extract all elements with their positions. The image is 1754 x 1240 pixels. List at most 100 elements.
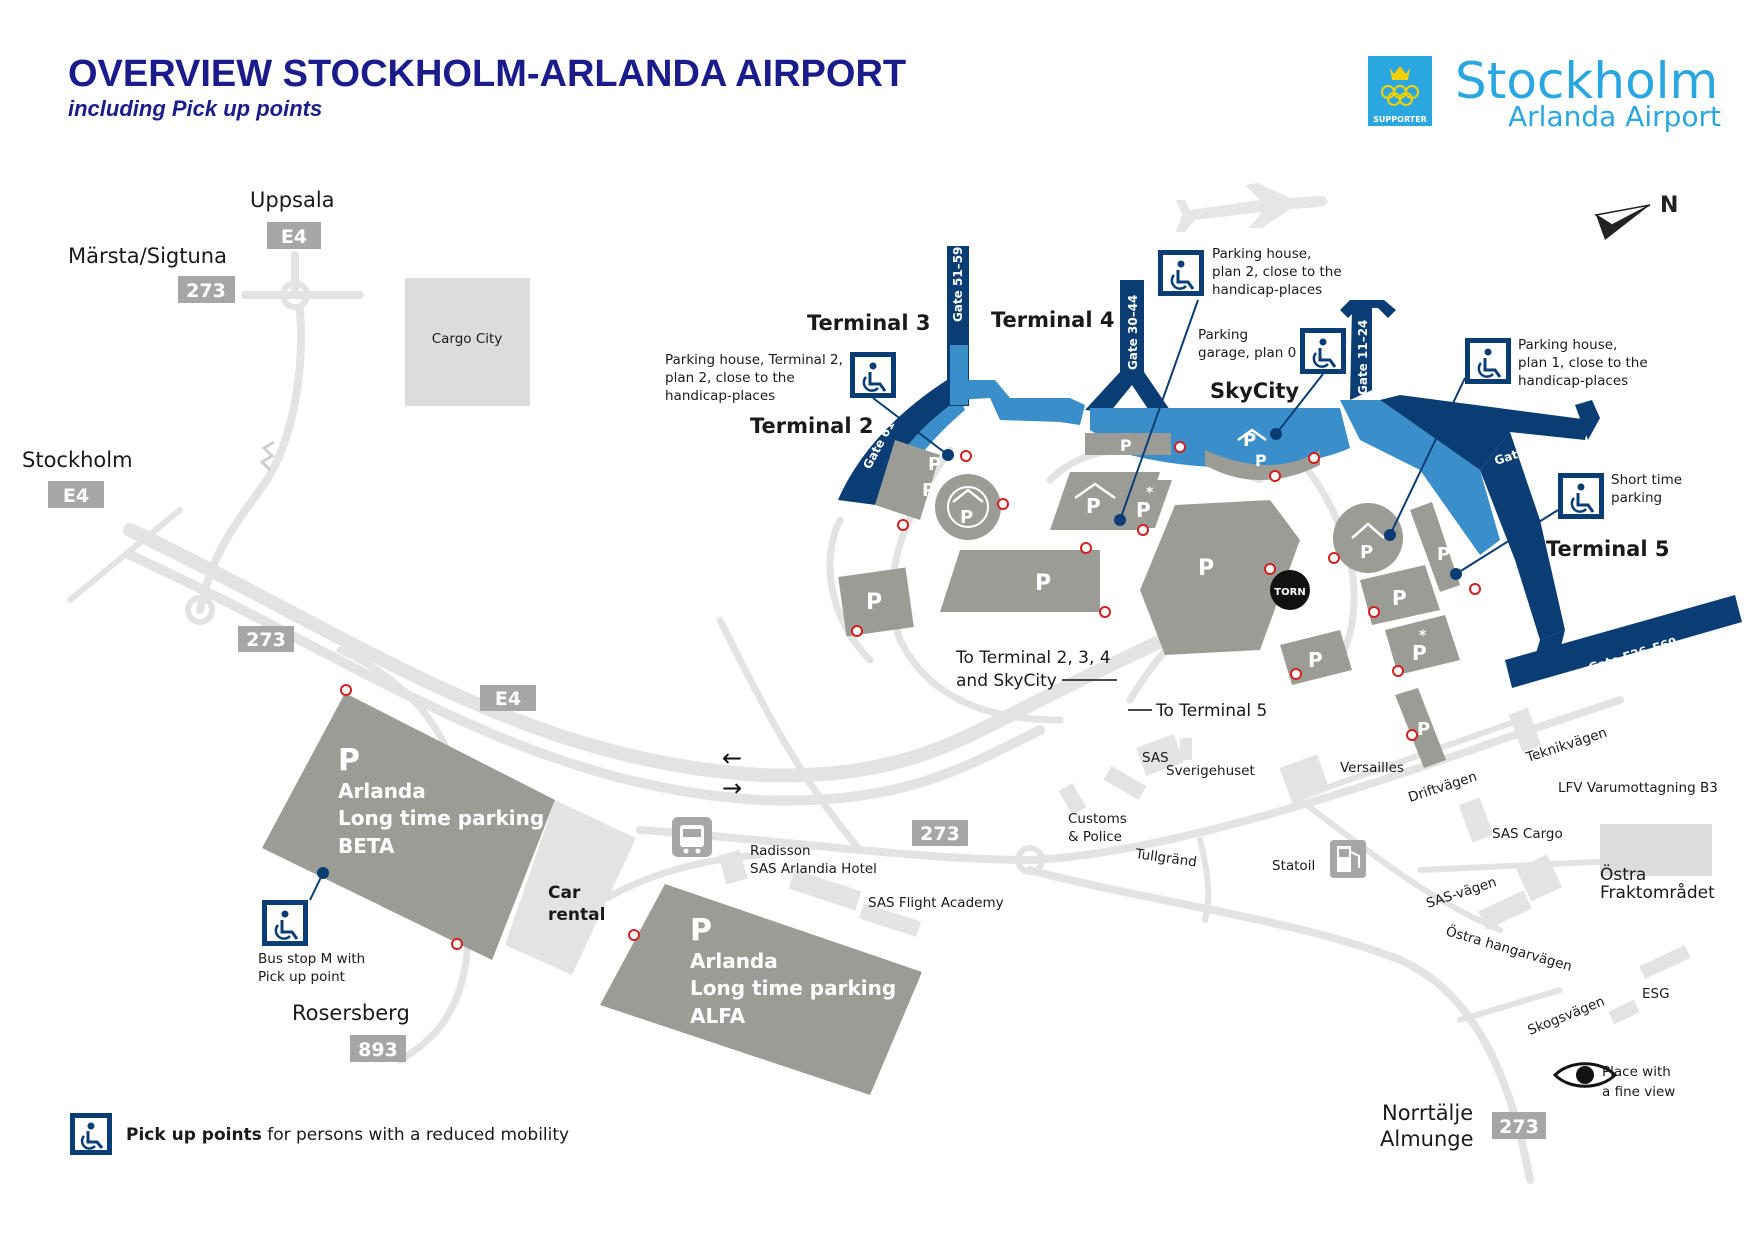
svg-text:P: P: [928, 454, 941, 475]
customs-line2: & Police: [1068, 829, 1122, 845]
page-subtitle: including Pick up points: [68, 96, 322, 121]
alfa-line3: ALFA: [690, 1004, 746, 1028]
svg-text:P: P: [338, 743, 360, 778]
skycity-label: SkyCity: [1210, 379, 1299, 403]
pickup-dot: [1406, 729, 1418, 741]
road-shield-e4-stockholm: [48, 481, 104, 508]
annotation-garage: Parking garage, plan 0: [1198, 327, 1296, 361]
arrow-left-icon: ←: [722, 744, 742, 772]
parking-t5-a: [1360, 565, 1440, 625]
svg-text:P: P: [1086, 494, 1101, 518]
parking-areas: P P P P P P * P P P P P P P P P: [838, 428, 1460, 768]
road-e4-mid-label: E4: [495, 688, 521, 710]
street-skogsvagen: Skogsvägen: [1526, 993, 1608, 1038]
svg-text:P: P: [1243, 430, 1256, 451]
wheelchair-icon-t4: [1158, 250, 1204, 296]
road-273-norrtalje-label: 273: [1499, 1116, 1539, 1138]
pickup-dot: [1308, 452, 1320, 464]
legend-rest: for persons with a reduced mobility: [262, 1125, 569, 1145]
svg-text:Pick up point: Pick up point: [258, 969, 345, 985]
supporter-text: SUPPORTER: [1373, 115, 1427, 124]
street-ostra-hangarvagen: Östra hangarvägen: [1444, 922, 1574, 975]
wheelchair-icon-t5: [1465, 338, 1511, 384]
terminal-5-pier-gateF: [1505, 595, 1742, 688]
road-shield-273-mid: [238, 626, 294, 652]
esg-label: ESG: [1642, 986, 1670, 1002]
svg-text:P: P: [1412, 641, 1427, 665]
place-uppsala: Uppsala: [250, 188, 335, 212]
svg-text:P: P: [866, 590, 882, 615]
road-e4-uppsala-label: E4: [281, 226, 307, 248]
sas-flight-academy-label: SAS Flight Academy: [868, 895, 1004, 911]
pickup-dot: [1269, 470, 1281, 482]
svg-text:P: P: [1392, 586, 1407, 610]
legend-text: Pick up points for persons with a reduce…: [126, 1125, 569, 1145]
legend-bold: Pick up points: [126, 1125, 262, 1145]
sas-cargo-label: SAS Cargo: [1492, 826, 1563, 842]
svg-text:handicap-places: handicap-places: [665, 388, 775, 404]
street-sas-vagen: SAS-vägen: [1424, 874, 1498, 912]
gate-51-59-label: Gate 51–59: [951, 247, 965, 322]
arrow-right-icon: →: [722, 774, 742, 802]
road-893-label: 893: [358, 1039, 398, 1061]
road-shield-893: [350, 1035, 406, 1062]
annotation-t5-house: Parking house, plan 1, close to the hand…: [1518, 337, 1648, 389]
parking-t5-d: [1395, 688, 1446, 768]
beta-line2: Long time parking: [338, 806, 544, 830]
view-point-line2: a fine view: [1602, 1084, 1675, 1100]
svg-text:Parking house,: Parking house,: [1518, 337, 1617, 353]
annotation-short-time: Short time parking: [1611, 472, 1682, 506]
svg-text:P: P: [1136, 498, 1151, 522]
car-rental-line1: Car: [548, 883, 581, 903]
annotation-t2-house: Parking house, Terminal 2, plan 2, close…: [665, 352, 843, 404]
statoil-label: Statoil: [1272, 858, 1315, 874]
svg-text:Parking house,: Parking house,: [1212, 246, 1311, 262]
parking-t5-b: [1385, 615, 1460, 675]
logo-stockholm: Stockholm: [1455, 52, 1718, 110]
lfv-label: LFV Varumottagning B3: [1558, 780, 1718, 796]
svg-text:P: P: [1255, 451, 1267, 470]
cargo-city-label: Cargo City: [432, 331, 503, 347]
parking-garage-round-t5: [1333, 503, 1403, 573]
svg-text:plan 2, close to the: plan 2, close to the: [665, 370, 795, 386]
pickup-dot: [997, 498, 1009, 510]
parking-west-small: [838, 567, 914, 637]
road-shield-273-marsta: [178, 276, 235, 303]
legend: Pick up points for persons with a reduce…: [126, 1125, 569, 1145]
pickup-dots: [340, 441, 1481, 950]
svg-text:garage, plan 0: garage, plan 0: [1198, 345, 1296, 361]
control-tower: [1270, 570, 1310, 610]
svg-text:parking: parking: [1611, 490, 1662, 506]
pickup-dot: [1290, 668, 1302, 680]
compass: N: [1593, 193, 1678, 240]
parking-alfa: [600, 884, 922, 1095]
parking-skycity-large: [1140, 500, 1300, 655]
radisson-line1: Radisson: [750, 843, 811, 859]
wheelchair-icon-garage: [1300, 328, 1346, 374]
wheelchair-icon-bus-stop: [262, 900, 308, 946]
svg-text:P: P: [1198, 556, 1214, 581]
beta-line3: BETA: [338, 834, 395, 858]
annotation-t4-house: Parking house, plan 2, close to the hand…: [1212, 246, 1342, 298]
svg-text:Short time: Short time: [1611, 472, 1682, 488]
ostra-frakt-line2: Fraktområdet: [1600, 882, 1715, 903]
svg-text:plan 1, close to the: plan 1, close to the: [1518, 355, 1648, 371]
svg-text:P: P: [690, 913, 712, 948]
svg-text:Parking: Parking: [1198, 327, 1248, 343]
pickup-dot: [628, 929, 640, 941]
svg-text:P: P: [1120, 436, 1132, 455]
pickup-dot: [340, 684, 352, 696]
customs-line1: Customs: [1068, 811, 1127, 827]
to-terminal-5: To Terminal 5: [1155, 701, 1267, 721]
street-tullgrand: Tullgränd: [1133, 846, 1197, 871]
svg-text:P: P: [1360, 542, 1373, 563]
road-273-marsta-label: 273: [186, 280, 226, 302]
versailles-label: Versailles: [1340, 760, 1404, 776]
pickup-dot: [1080, 542, 1092, 554]
road-e4-stockholm-label: E4: [63, 485, 89, 507]
parking-beta: [262, 693, 555, 960]
terminal-5-pier-gate1-10: [1380, 395, 1590, 470]
place-rosersberg: Rosersberg: [292, 1001, 410, 1025]
radisson-line2: SAS Arlandia Hotel: [750, 861, 877, 877]
